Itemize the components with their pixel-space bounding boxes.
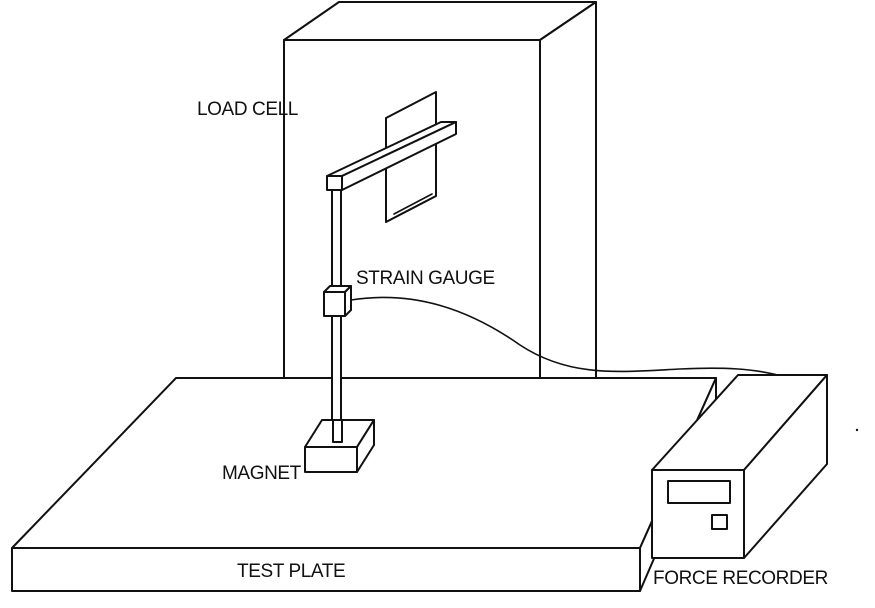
- load-cell-label: LOAD CELL: [197, 99, 298, 120]
- load-cell-housing: [283, 1, 597, 386]
- force-recorder-device: [651, 374, 828, 559]
- strain-gauge-label: STRAIN GAUGE: [356, 268, 495, 289]
- test-plate-top-face: [11, 377, 717, 549]
- force-recorder-side-face: [743, 374, 828, 559]
- signal-cable: [350, 296, 786, 378]
- magnet-block: [304, 419, 375, 473]
- load-cell-side-face: [539, 1, 597, 386]
- test-plate-label: TEST PLATE: [237, 561, 345, 582]
- force-recorder-button: [711, 514, 728, 530]
- cantilever-arm: [326, 121, 457, 191]
- force-recorder-label: FORCE RECORDER: [653, 568, 828, 589]
- test-plate: [11, 377, 717, 592]
- force-recorder-display: [667, 480, 731, 504]
- magnet-label: MAGNET: [222, 463, 302, 484]
- strain-gauge-block: [323, 285, 352, 317]
- stray-mark: [855, 428, 859, 432]
